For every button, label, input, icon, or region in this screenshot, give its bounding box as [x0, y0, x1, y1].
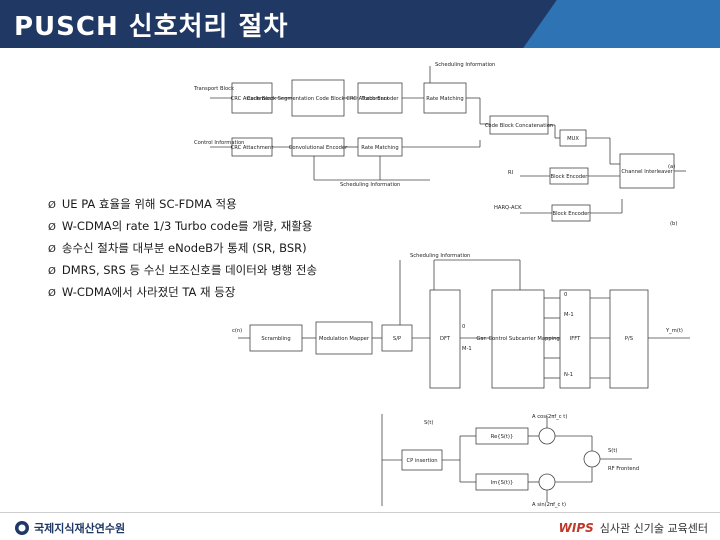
cb-segmentation-block: Code Block Segmentation Code Block CRC A…: [247, 96, 389, 102]
rf-frontend-label: RF Frontend: [608, 466, 639, 472]
index-n-1: N-1: [564, 372, 573, 378]
wips-logo: WIPS: [558, 521, 594, 535]
label-a-top: (a): [668, 164, 675, 170]
sin-label: A sin(2πf_c t): [532, 502, 566, 508]
ifft-block: IFFT: [570, 336, 581, 342]
footer-right-logo: WIPS 심사관 신기술 교육센터: [559, 518, 708, 538]
harq-ack-label: HARQ-ACK: [494, 205, 522, 211]
sp-block: S/P: [393, 336, 401, 342]
channel-coding-diagram: Scheduling Information Transport Block C…: [193, 62, 686, 189]
control-info-label: Control Information: [194, 140, 244, 146]
arrow-bullet-icon: Ø: [48, 266, 56, 277]
arrow-bullet-icon: Ø: [48, 288, 56, 299]
channel-interleaver-block: Channel Interleaver: [621, 169, 673, 175]
rf-output-label: S(t): [608, 448, 617, 454]
scrambling-block: Scrambling: [261, 336, 290, 342]
output-label: Y_m(t): [665, 328, 683, 334]
index-m-1: M-1: [564, 312, 574, 318]
training-center-name: 심사관 신기술 교육센터: [599, 522, 708, 535]
scheduling-top-label: Scheduling Information: [435, 62, 495, 68]
ps-block: P/S: [625, 336, 633, 342]
dft-block: DFT: [440, 336, 451, 342]
arrow-bullet-icon: Ø: [48, 244, 56, 255]
input-label: c(n): [232, 328, 242, 334]
dft-index-bottom: M-1: [462, 346, 472, 352]
block-encoder-1: Block Encoder: [551, 174, 589, 180]
mux-block: MUX: [567, 136, 579, 142]
s-t-label: S(t): [424, 420, 433, 426]
scheduling-label: Scheduling Information: [410, 253, 470, 259]
turbo-encoder-block: Turbo Encoder: [360, 96, 399, 102]
cp-insertion-block: CP insertion: [406, 458, 437, 464]
dft-index-top: 0: [462, 324, 465, 330]
footer-divider: [0, 512, 720, 513]
rf-frontend-diagram: S(t) A cos(2πf_c t) Re{S(t)} CP insertio…: [381, 414, 639, 508]
institute-name: 국제지식재산연수원: [34, 522, 126, 535]
rate-matching-block: Rate Matching: [426, 96, 463, 102]
footer-left-logo: 국제지식재산연수원: [14, 518, 125, 538]
crc-attachment-block: CRC Attachment: [231, 96, 274, 102]
rate-matching-block-2: Rate Matching: [361, 145, 398, 151]
title-accent-shape: [523, 0, 720, 48]
subcarrier-mapping-block: Gar. Control Subcarrier Mapping: [476, 336, 559, 342]
scfdma-diagram: Scheduling Information c(n) Scrambling M…: [232, 253, 690, 389]
institute-logo-icon: [15, 521, 29, 535]
transport-block-label: Transport Block: [193, 86, 234, 92]
harq-diagram: HARQ-ACK Block Encoder (b): [494, 199, 677, 227]
title-bar: PUSCH 신호처리 절차: [0, 0, 720, 48]
slide-title: PUSCH 신호처리 절차: [14, 12, 289, 42]
re-block: Re{S(t)}: [491, 434, 514, 440]
arrow-bullet-icon: Ø: [48, 200, 56, 211]
block-encoder-2: Block Encoder: [553, 211, 591, 217]
label-b: (b): [670, 221, 677, 227]
scheduling-bottom-label: Scheduling Information: [340, 182, 400, 188]
im-block: Im{S(t)}: [491, 480, 514, 486]
cos-label: A cos(2πf_c t): [532, 414, 567, 420]
ri-label: RI: [508, 170, 514, 176]
crc-attachment-block-2: CRC Attachment: [231, 145, 274, 151]
modulation-mapper-block: Modulation Mapper: [319, 336, 370, 342]
arrow-bullet-icon: Ø: [48, 222, 56, 233]
cb-concatenation-block: Code Block Concatenation: [485, 123, 553, 129]
index-0: 0: [564, 292, 567, 298]
conv-encoder-block: Convolutional Encoder: [289, 145, 348, 151]
